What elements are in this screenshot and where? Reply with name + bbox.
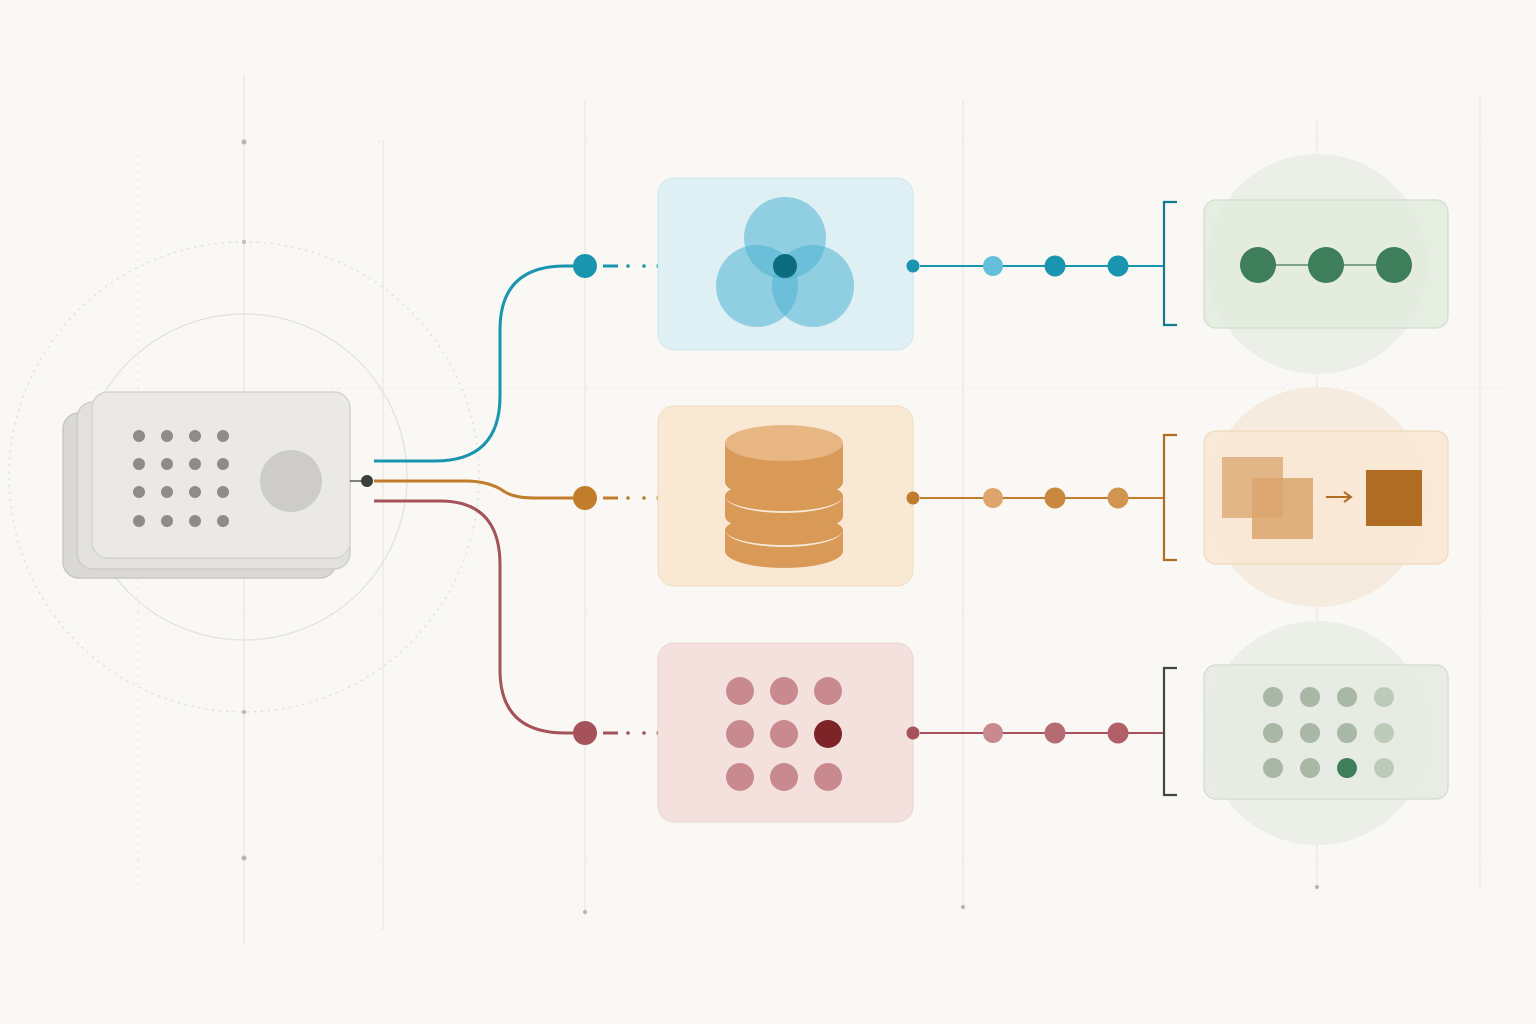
teal-entry-node[interactable] xyxy=(573,254,597,278)
orange-pipe-node[interactable] xyxy=(1107,487,1129,509)
database-icon xyxy=(725,425,843,568)
branch-teal xyxy=(573,177,1449,351)
dot-grid-icon xyxy=(726,677,842,791)
teal-pipe-node[interactable] xyxy=(1044,255,1066,277)
teal-pipe-node[interactable] xyxy=(983,256,1003,276)
transform-squares-icon xyxy=(1222,457,1422,539)
red-pipe-node[interactable] xyxy=(1044,722,1066,744)
grid-markers xyxy=(241,139,1319,914)
red-pipe-node[interactable] xyxy=(983,723,1003,743)
teal-bracket xyxy=(1162,200,1177,327)
branch-curve-teal xyxy=(374,264,585,463)
dot-matrix-icon xyxy=(1263,687,1394,778)
branch-orange xyxy=(573,405,1449,587)
background-grid xyxy=(90,75,1500,945)
source-device[interactable] xyxy=(62,391,351,579)
red-output-card[interactable] xyxy=(1203,664,1449,800)
source-outer-ring xyxy=(8,241,480,713)
orange-bracket xyxy=(1162,433,1177,562)
device-speaker-icon xyxy=(260,450,322,512)
branch-red xyxy=(573,642,1449,823)
red-bracket xyxy=(1162,666,1177,797)
orange-entry-node[interactable] xyxy=(573,486,597,510)
orange-pipe-node[interactable] xyxy=(1044,487,1066,509)
venn-diagram-icon xyxy=(716,197,854,327)
branch-curve-orange xyxy=(374,479,585,500)
connected-nodes-icon xyxy=(1240,247,1412,283)
branch-curve-red xyxy=(374,499,585,735)
red-entry-node[interactable] xyxy=(573,721,597,745)
source-port[interactable] xyxy=(361,475,373,487)
orange-pipe-node[interactable] xyxy=(983,488,1003,508)
device-grid-icon xyxy=(133,430,229,527)
red-pipe-node[interactable] xyxy=(1107,722,1129,744)
teal-pipe-node[interactable] xyxy=(1107,255,1129,277)
